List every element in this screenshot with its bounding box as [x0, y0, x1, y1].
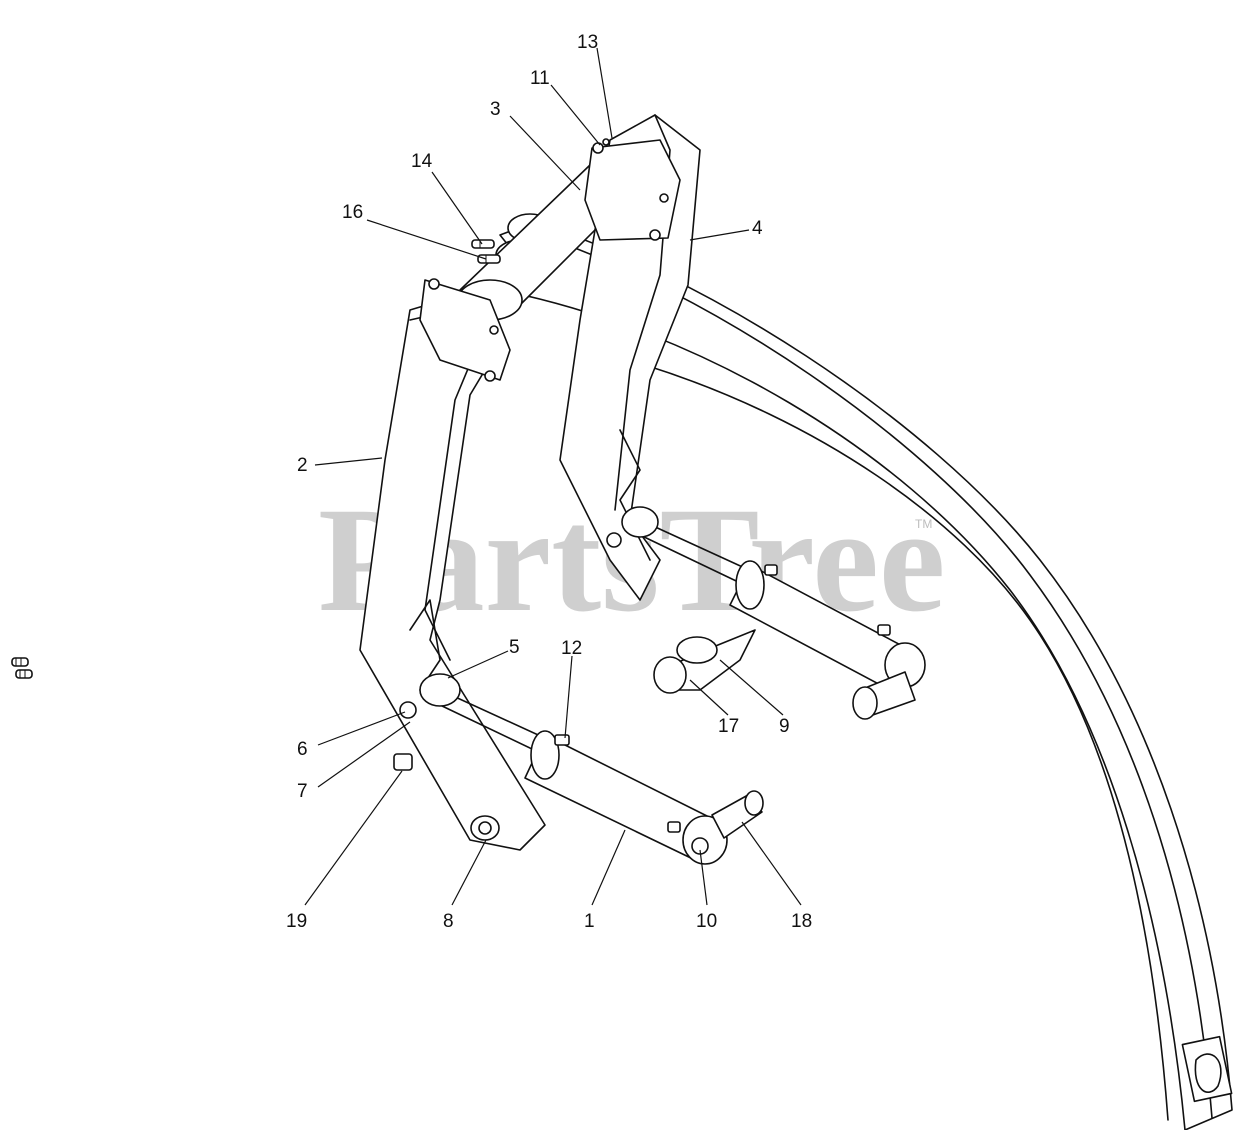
callout-5: 5 — [509, 637, 520, 658]
right-upright-drawing — [559, 114, 701, 601]
callout-1: 1 — [584, 911, 595, 932]
curved-beam-drawing — [499, 217, 1233, 1130]
callout-19: 19 — [286, 911, 307, 932]
callout-11: 11 — [530, 68, 550, 89]
callout-9: 9 — [779, 716, 790, 737]
callout-17: 17 — [718, 716, 739, 737]
callout-labels: 13 11 3 4 14 16 2 5 12 17 9 6 7 19 8 1 1… — [286, 32, 812, 932]
callout-2: 2 — [297, 455, 308, 476]
callout-7: 7 — [297, 781, 308, 802]
callout-12: 12 — [561, 638, 582, 659]
right-cylinder-drawing — [606, 506, 926, 720]
callout-14: 14 — [411, 151, 433, 172]
callout-3: 3 — [490, 99, 501, 120]
callout-10: 10 — [696, 911, 717, 932]
callout-13: 13 — [577, 32, 598, 53]
callout-4: 4 — [752, 218, 763, 239]
watermark-trademark: TM — [915, 517, 932, 531]
callout-6: 6 — [297, 739, 308, 760]
callout-16: 16 — [342, 202, 363, 223]
callout-8: 8 — [443, 911, 454, 932]
loose-fittings-drawing — [11, 657, 33, 679]
callout-18: 18 — [791, 911, 812, 932]
left-cylinder-drawing — [393, 673, 764, 865]
hose-fittings-drawing — [471, 239, 501, 264]
leader-lines — [304, 47, 802, 906]
